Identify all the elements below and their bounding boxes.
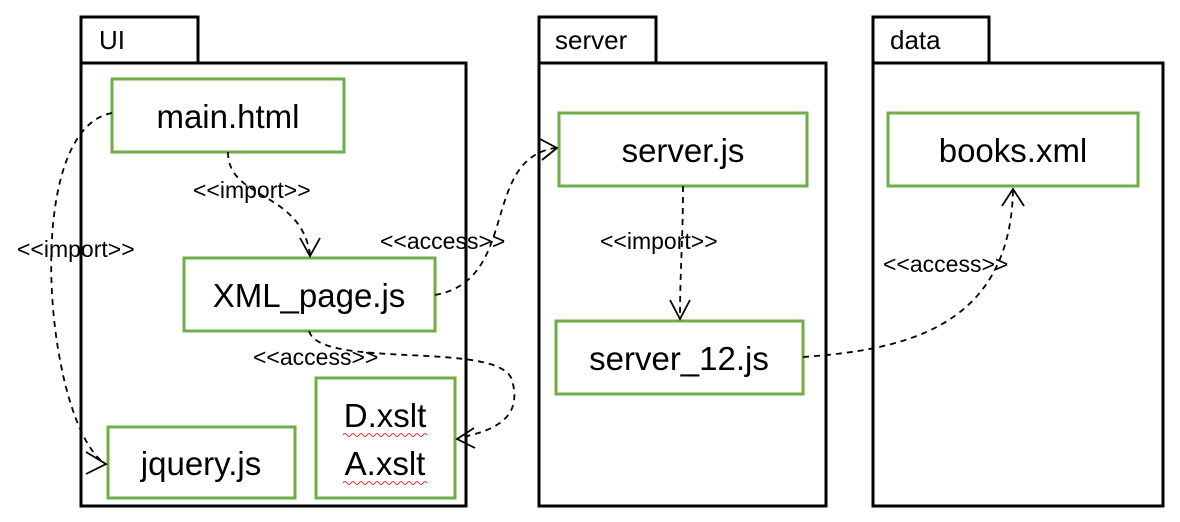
component-books-xml-box <box>886 111 1140 188</box>
dependency-server-to-server12-line <box>679 185 684 319</box>
component-server-12-js-label: server_12.js <box>589 340 769 377</box>
component-books-xml-label: books.xml <box>939 132 1088 169</box>
component-xml-page-js-box <box>182 256 437 333</box>
package-server-label: server <box>555 25 628 55</box>
component-d-xslt-label: D.xslt <box>344 397 427 434</box>
component-a-xslt-label: A.xslt <box>345 445 426 482</box>
package-ui-label: UI <box>99 25 125 55</box>
dependency-xmlpage-to-server-label: <<access>> <box>380 228 505 254</box>
dependency-server-to-server12: <<import>> <box>600 185 718 321</box>
dependency-xmlpage-to-xslt: <<access>> <box>253 330 516 449</box>
package-server-tab <box>537 15 658 65</box>
arrowhead-open-icon <box>539 138 559 161</box>
dependency-server12-to-books-label: <<access>> <box>883 251 1008 277</box>
component-xslt-files-box <box>314 376 457 500</box>
component-xml-page-js-label: XML_page.js <box>213 277 406 314</box>
component-jquery-js-box <box>106 425 297 500</box>
component-books-xml: books.xml <box>886 111 1140 188</box>
dependency-main-to-jquery: <<import>> <box>17 112 135 475</box>
arrowhead-open-icon <box>669 299 691 321</box>
dependency-server12-to-books: <<access>> <box>802 187 1025 358</box>
dependency-server-to-server12-label: <<import>> <box>600 228 718 254</box>
dependency-main-to-xmlpage-line <box>227 151 311 255</box>
dependency-main-to-jquery-line <box>50 112 113 464</box>
component-server-js: server.js <box>557 111 809 188</box>
component-main-html: main.html <box>110 77 346 154</box>
component-server-12-js: server_12.js <box>554 319 805 396</box>
package-data-label: data <box>890 25 941 55</box>
arrowhead-open-icon <box>455 427 476 449</box>
spellcheck-underline-a-xslt <box>342 481 428 485</box>
arrowhead-open-icon <box>85 451 108 475</box>
dependency-main-to-xmlpage-label: <<import>> <box>193 177 311 203</box>
dependency-xmlpage-to-xslt-label: <<access>> <box>253 344 378 370</box>
dependency-server12-to-books-line <box>802 189 1014 358</box>
arrowhead-open-icon <box>299 237 321 258</box>
arrowhead-open-icon <box>1001 187 1025 207</box>
component-server-js-label: server.js <box>622 132 745 169</box>
component-xml-page-js: XML_page.js <box>182 256 437 333</box>
dependency-xmlpage-to-xslt-line <box>308 330 516 439</box>
dependency-main-to-xmlpage: <<import>> <box>193 151 321 258</box>
component-server-js-box <box>557 111 809 188</box>
dependency-xmlpage-to-server: <<access>> <box>380 138 559 296</box>
dependency-main-to-jquery-label: <<import>> <box>17 236 135 262</box>
component-xslt-files: D.xslt A.xslt <box>314 376 457 500</box>
component-jquery-js-label: jquery.js <box>140 445 261 482</box>
component-jquery-js: jquery.js <box>106 425 297 500</box>
component-server-12-js-box <box>554 319 805 396</box>
package-server: server <box>537 15 828 508</box>
component-main-html-box <box>110 77 346 154</box>
component-main-html-label: main.html <box>156 98 299 135</box>
dependency-xmlpage-to-server-line <box>434 147 556 296</box>
spellcheck-underline-d-xslt <box>342 433 428 437</box>
